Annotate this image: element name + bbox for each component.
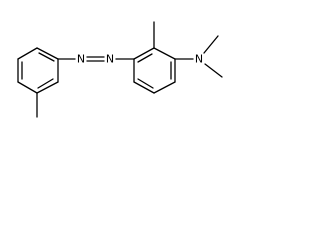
bond xyxy=(133,81,155,94)
bond xyxy=(17,81,38,94)
n-methyl-bond xyxy=(204,63,223,78)
azo-linkage: N N xyxy=(57,53,135,66)
double-bond-inner xyxy=(137,78,154,89)
double-bond-inner xyxy=(137,53,153,63)
n-methyl-bond xyxy=(203,35,219,54)
bond xyxy=(36,81,59,94)
m-tolyl-ring xyxy=(17,47,59,118)
chemical-structure-diagram: N N N xyxy=(17,21,223,118)
bond xyxy=(17,47,38,60)
double-bond-inner xyxy=(37,78,54,89)
dimethylaminotolyl-ring xyxy=(133,21,194,94)
azo-nitrogen-1: N xyxy=(77,53,85,66)
dimethylamino-group: N xyxy=(195,35,223,78)
amine-nitrogen: N xyxy=(195,53,203,66)
bond xyxy=(36,47,59,60)
bond xyxy=(153,81,176,94)
double-bond-inner xyxy=(38,52,55,62)
azo-nitrogen-2: N xyxy=(106,53,114,66)
bond xyxy=(133,47,155,60)
bond xyxy=(153,47,176,60)
